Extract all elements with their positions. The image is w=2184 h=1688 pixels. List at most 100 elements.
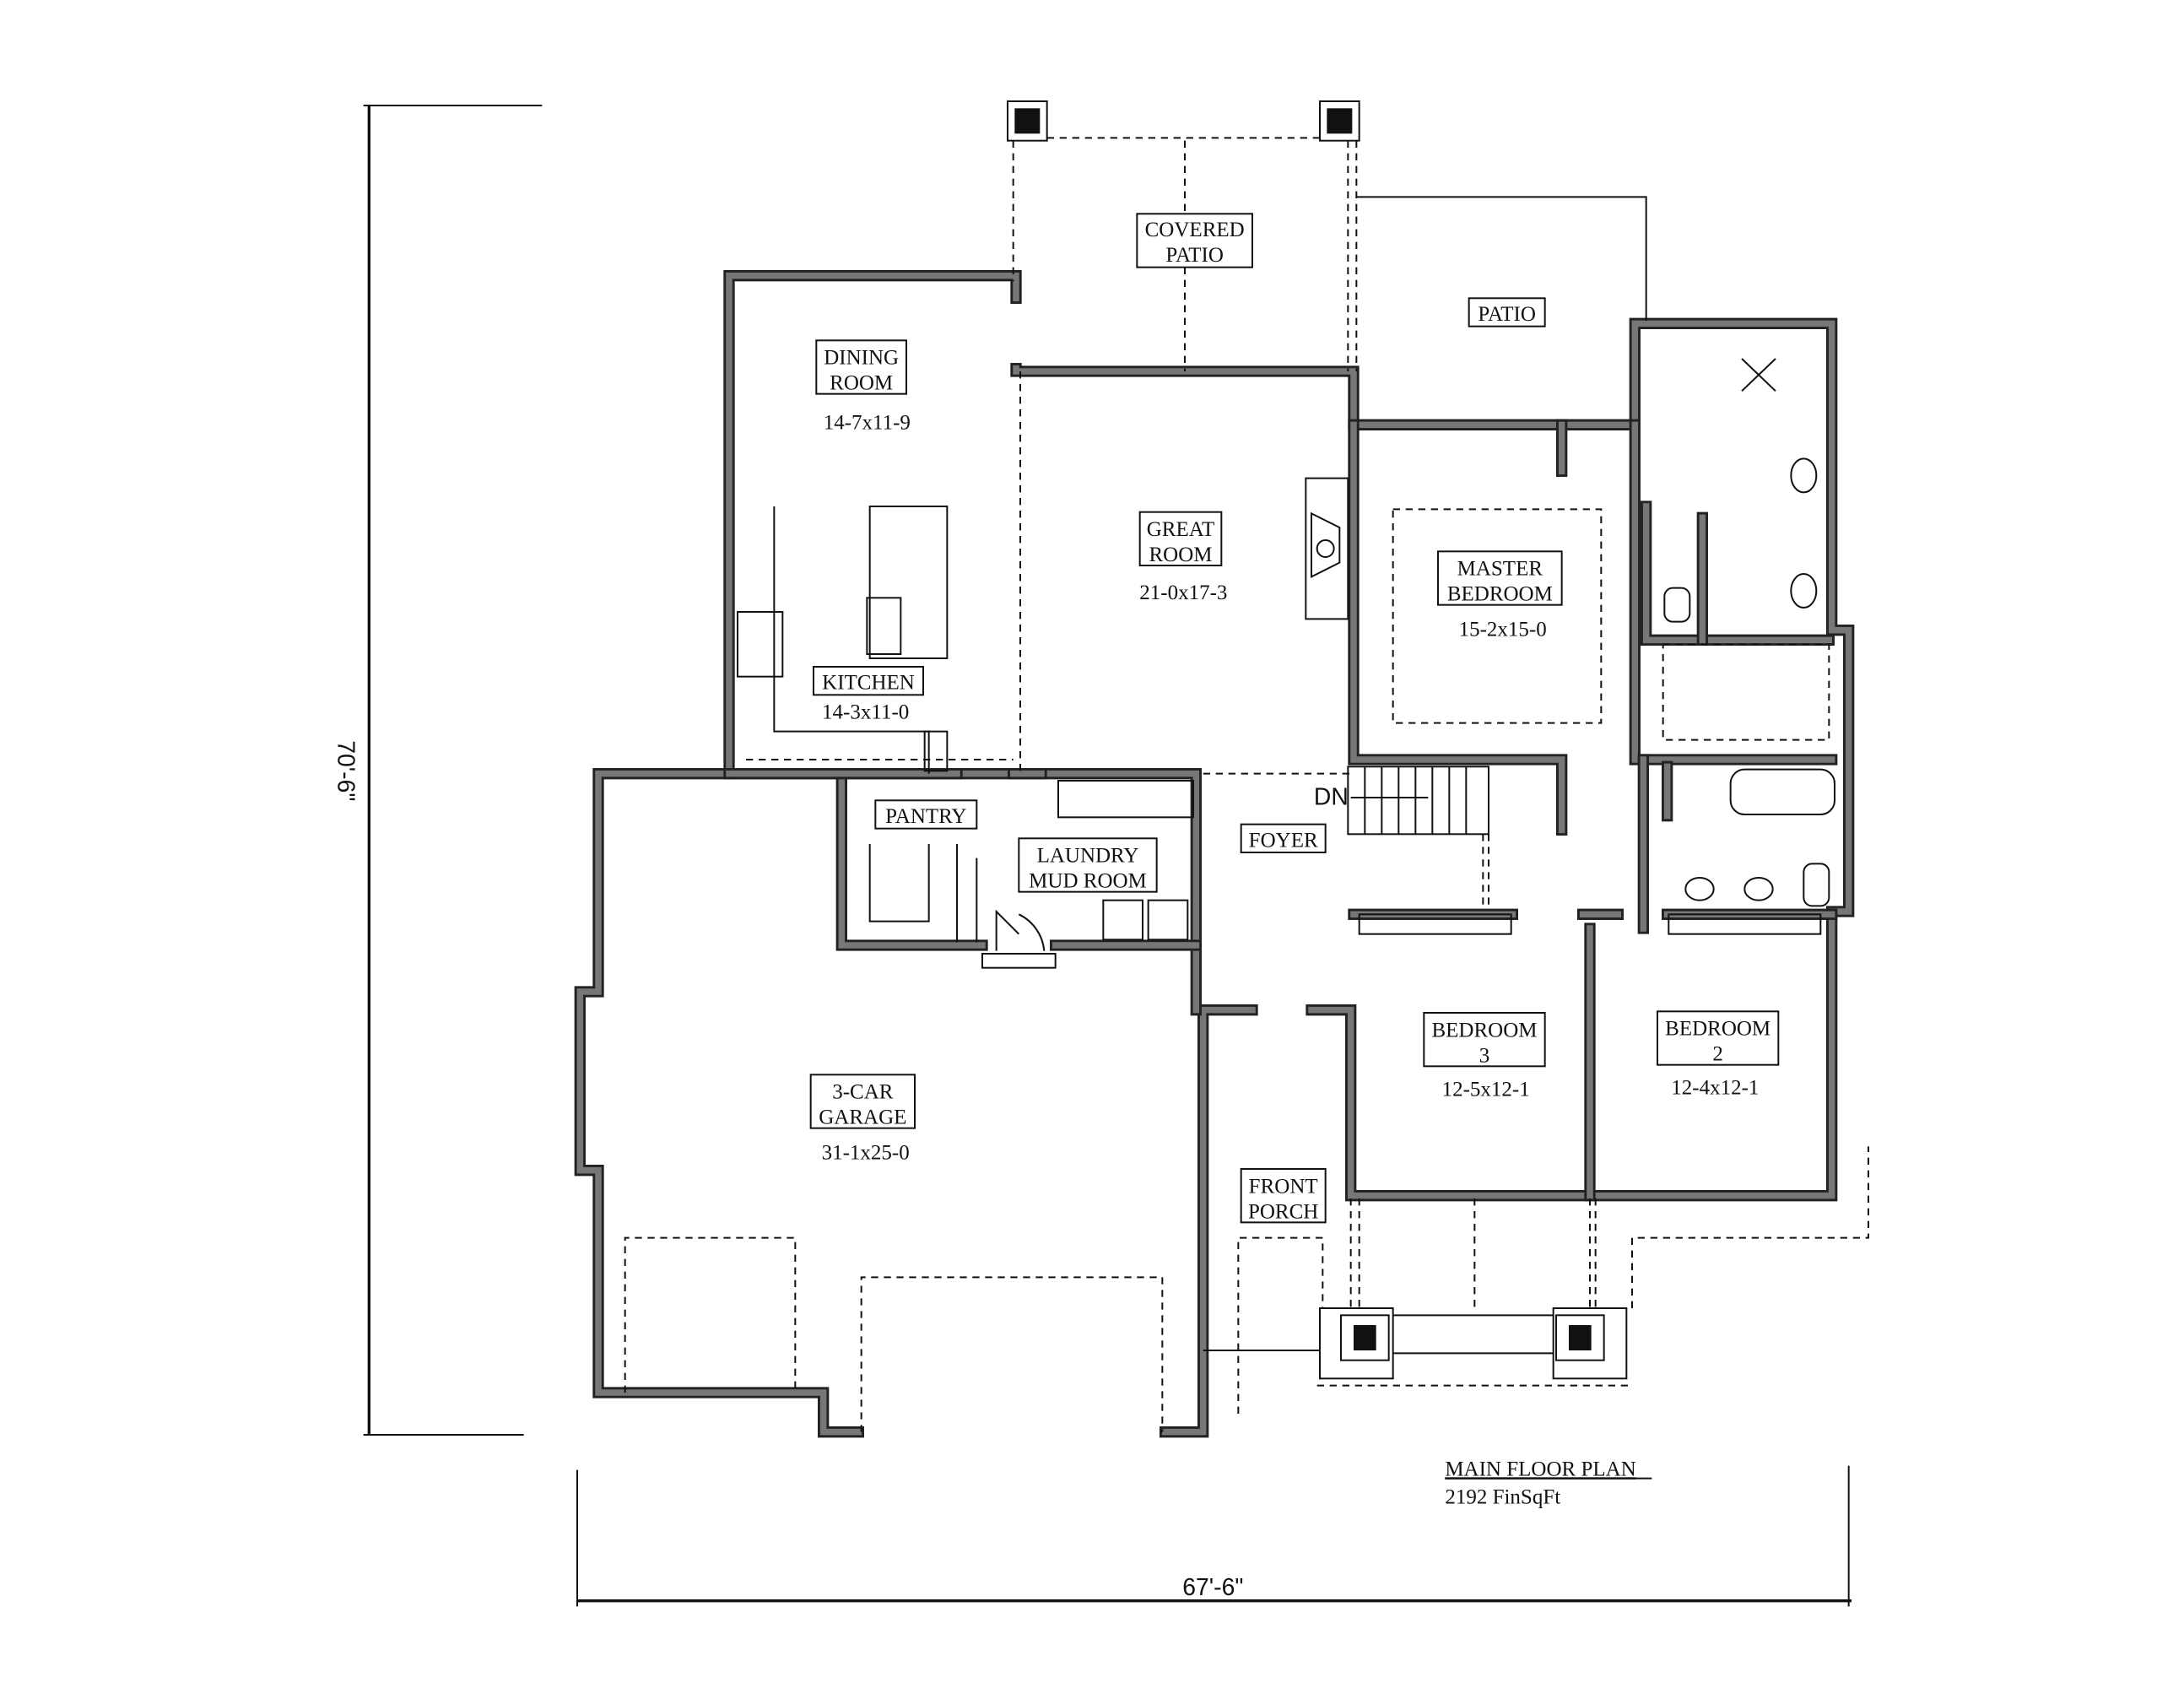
range-icon xyxy=(737,611,784,678)
patio-column-fill xyxy=(1327,108,1353,134)
svg-text:MUD ROOM: MUD ROOM xyxy=(1029,870,1147,893)
wall xyxy=(1160,1004,1258,1438)
covered-patio-outline xyxy=(1012,137,1358,371)
wall xyxy=(1641,500,1835,646)
room-labels: COVERED PATIO PATIO DINING ROOM 14-7x11-… xyxy=(809,213,1780,1224)
bedroom-3-label: BEDROOM 3 12-5x12-1 xyxy=(1423,1012,1546,1101)
svg-text:FOYER: FOYER xyxy=(1249,829,1318,852)
bathtub-icon xyxy=(1729,768,1835,815)
svg-text:MASTER: MASTER xyxy=(1457,558,1543,581)
kitchen-label: KITCHEN 14-3x11-0 xyxy=(813,666,924,724)
svg-text:3-CAR: 3-CAR xyxy=(832,1081,894,1104)
hall-divider xyxy=(1482,834,1489,907)
svg-text:GARAGE: GARAGE xyxy=(819,1106,906,1129)
wall xyxy=(576,770,862,1436)
step-icon xyxy=(981,953,1057,969)
sink-icon xyxy=(1684,877,1715,901)
svg-text:LAUNDRY: LAUNDRY xyxy=(1037,845,1139,868)
wall xyxy=(1642,503,1833,644)
svg-text:BEDROOM: BEDROOM xyxy=(1665,1018,1770,1041)
svg-text:12-5x12-1: 12-5x12-1 xyxy=(1442,1078,1530,1101)
shower-icon xyxy=(1741,358,1776,392)
svg-text:3: 3 xyxy=(1479,1044,1490,1067)
room-divider xyxy=(1019,371,1351,775)
svg-text:2: 2 xyxy=(1712,1043,1723,1066)
svg-text:14-7x11-9: 14-7x11-9 xyxy=(824,411,911,434)
sink-icon xyxy=(1790,457,1818,494)
patio-outline xyxy=(1356,196,1647,321)
svg-text:21-0x17-3: 21-0x17-3 xyxy=(1139,582,1227,604)
toilet-icon xyxy=(1663,587,1691,623)
svg-text:PATIO: PATIO xyxy=(1165,244,1224,267)
tray-ceiling xyxy=(1392,508,1603,724)
wall xyxy=(1629,419,1838,766)
sink-icon xyxy=(1790,573,1818,609)
great-room-label: GREAT ROOM 21-0x17-3 xyxy=(1138,511,1227,604)
svg-text:DINING: DINING xyxy=(824,347,899,370)
door-icon xyxy=(995,909,1046,951)
wall xyxy=(726,272,1019,777)
fireplace-icon xyxy=(1316,539,1335,558)
wall xyxy=(1631,421,1835,763)
svg-text:ROOM: ROOM xyxy=(830,372,893,395)
stairs-down-label: DN xyxy=(1314,783,1349,810)
washer-icon xyxy=(1102,899,1143,941)
svg-text:12-4x12-1: 12-4x12-1 xyxy=(1671,1077,1759,1100)
svg-text:BEDROOM: BEDROOM xyxy=(1447,583,1553,606)
svg-text:FRONT: FRONT xyxy=(1249,1175,1318,1198)
svg-text:PANTRY: PANTRY xyxy=(885,805,966,828)
covered-patio-label: COVERED PATIO xyxy=(1136,213,1253,268)
svg-text:PORCH: PORCH xyxy=(1248,1200,1318,1223)
wall xyxy=(835,768,988,951)
svg-text:GREAT: GREAT xyxy=(1147,518,1215,541)
master-bedroom-label: MASTER BEDROOM 15-2x15-0 xyxy=(1437,550,1563,641)
closet xyxy=(1358,913,1512,935)
plan-details xyxy=(363,100,1869,1607)
wall xyxy=(1350,421,1565,834)
dining-room-label: DINING ROOM 14-7x11-9 xyxy=(815,339,911,434)
dryer-icon xyxy=(1147,899,1189,941)
laundry-label: LAUNDRY MUD ROOM xyxy=(1018,837,1158,893)
plan-area: 2192 FinSqFt xyxy=(1445,1486,1560,1509)
kitchen-island xyxy=(868,506,949,659)
svg-text:31-1x25-0: 31-1x25-0 xyxy=(822,1141,910,1164)
wall xyxy=(1013,320,1852,1199)
svg-text:PATIO: PATIO xyxy=(1478,303,1536,326)
porch-column-base xyxy=(1552,1307,1628,1380)
kitchen-counter xyxy=(773,506,930,774)
svg-text:15-2x15-0: 15-2x15-0 xyxy=(1459,618,1547,641)
sink-icon xyxy=(866,597,902,656)
staircase xyxy=(1347,766,1489,836)
fridge-icon xyxy=(923,730,949,772)
foyer-label: FOYER xyxy=(1240,823,1327,853)
front-porch-outline xyxy=(1237,1146,1869,1414)
tub-icon xyxy=(1662,643,1830,741)
sink-icon xyxy=(1743,877,1774,901)
pantry-shelves xyxy=(868,844,978,943)
walls xyxy=(574,270,1855,1438)
svg-text:ROOM: ROOM xyxy=(1149,544,1212,566)
garage-label: 3-CAR GARAGE 31-1x25-0 xyxy=(809,1074,916,1164)
garage-doors xyxy=(624,1236,1164,1432)
width-dimension-label: 67'-6" xyxy=(1182,1574,1243,1601)
fireplace-icon xyxy=(1305,477,1349,620)
wall xyxy=(838,770,986,949)
pantry-label: PANTRY xyxy=(874,799,978,830)
depth-dimension-label: 70'-6" xyxy=(332,740,359,801)
svg-text:COVERED: COVERED xyxy=(1145,219,1245,241)
porch-column-fill xyxy=(1354,1325,1376,1350)
plan-title: MAIN FLOOR PLAN xyxy=(1445,1458,1635,1480)
front-porch-label: FRONT PORCH xyxy=(1240,1168,1327,1224)
porch-column-fill xyxy=(1569,1325,1592,1350)
porch-column-base xyxy=(1319,1307,1394,1380)
patio-column-fill xyxy=(1014,108,1041,134)
svg-text:14-3x11-0: 14-3x11-0 xyxy=(822,701,909,724)
closet xyxy=(1668,913,1822,935)
svg-text:BEDROOM: BEDROOM xyxy=(1431,1019,1537,1041)
porch-beam xyxy=(1392,1314,1554,1355)
svg-text:KITCHEN: KITCHEN xyxy=(822,672,915,695)
toilet-icon xyxy=(1803,863,1830,907)
wall xyxy=(1161,1006,1256,1436)
patio-label: PATIO xyxy=(1468,297,1546,327)
